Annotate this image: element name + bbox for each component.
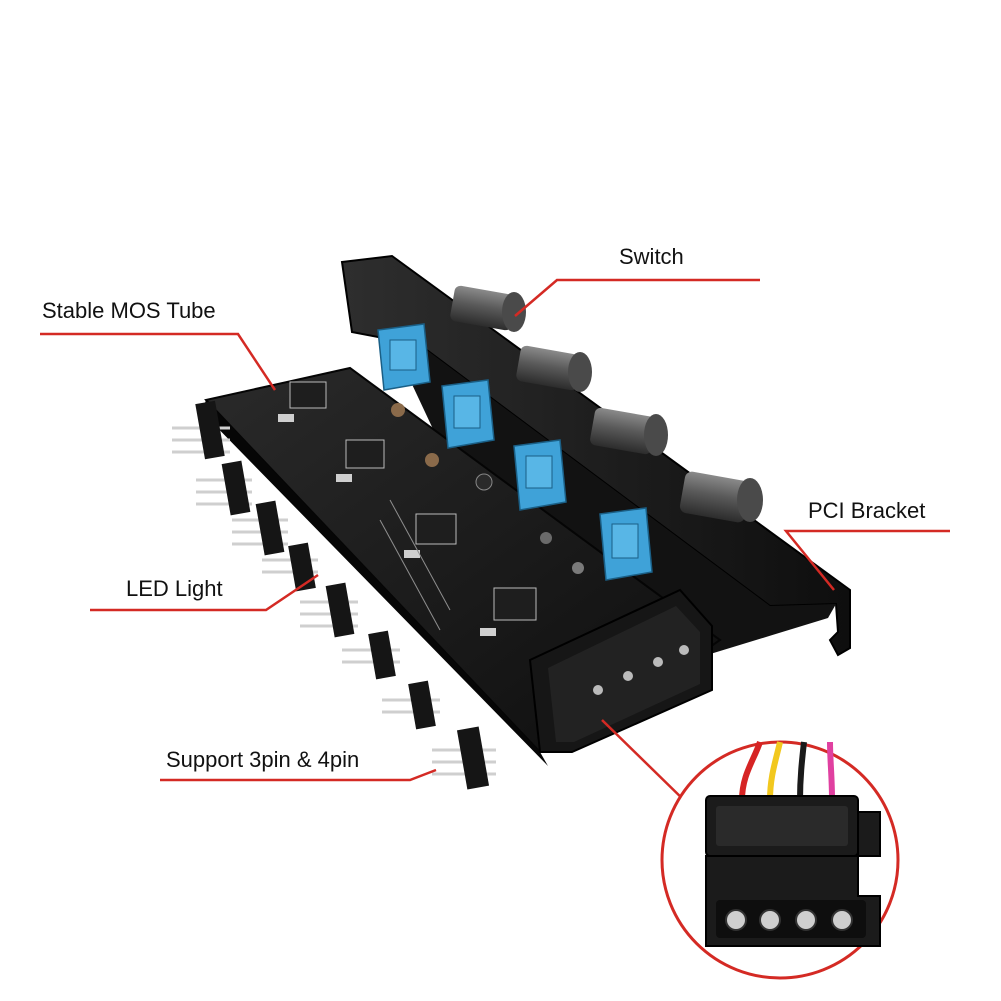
label-led-light: LED Light [126,576,223,601]
knob [590,407,668,456]
callout-mos [40,332,277,391]
potentiometer [377,323,431,391]
label-switch: Switch [619,244,684,269]
fan-header-housings [195,400,490,790]
molex-connector [528,588,713,753]
potentiometer [441,379,495,449]
potentiometer [599,507,653,581]
label-pci-bracket: PCI Bracket [808,498,926,523]
potentiometer [513,439,567,511]
knob [516,345,592,392]
callout-molex [601,719,691,807]
switch-knobs [450,285,763,523]
knob [679,471,763,523]
knob [450,285,526,332]
potentiometers [377,323,653,581]
molex-plug-inset [660,740,900,980]
callout-lines [40,278,950,807]
callout-led [90,573,319,612]
callout-support [160,768,437,782]
label-mos-tube: Stable MOS Tube [42,298,216,323]
callout-pci [783,529,950,591]
label-support: Support 3pin & 4pin [166,747,360,772]
callout-switch [514,278,760,317]
